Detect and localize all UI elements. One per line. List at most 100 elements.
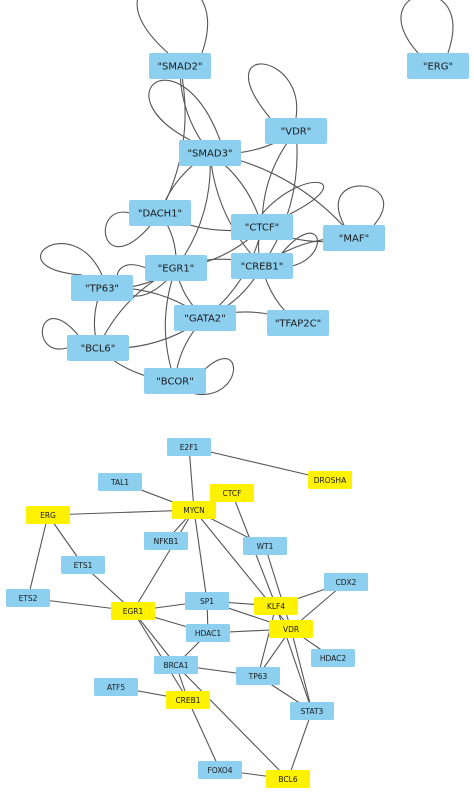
top-self-loop-tp63_t (40, 243, 103, 276)
bottom-edge-brca1-bcl6_b (175, 664, 289, 780)
bottom-node-egr1_b: EGR1 (111, 602, 155, 620)
bottom-node-foxo4: FOXO4 (198, 761, 242, 779)
bottom-node-tal1: TAL1 (98, 473, 142, 491)
bottom-node-stat3: STAT3 (290, 702, 334, 720)
bottom-network-nodes: E2F1DROSHATAL1CTCFERGMYCNNFKB1WT1ETS1CDX… (6, 438, 368, 788)
node-box (323, 225, 385, 251)
node-box (166, 691, 210, 709)
node-box (94, 678, 138, 696)
node-box (269, 620, 313, 638)
top-node-creb1_t: "CREB1" (231, 253, 293, 279)
bottom-node-brca1: BRCA1 (154, 656, 198, 674)
bottom-node-ets2: ETS2 (6, 589, 50, 607)
node-box (231, 214, 293, 240)
node-box (111, 602, 155, 620)
node-box (185, 592, 229, 610)
node-box (149, 53, 211, 79)
node-box (67, 335, 129, 361)
node-box (145, 255, 207, 281)
bottom-node-tp63_b: TP63 (236, 667, 280, 685)
top-edge-vdr_t-creb1_t (261, 130, 298, 267)
bottom-node-e2f1: E2F1 (167, 438, 211, 456)
bottom-edge-vdr_b-stat3 (290, 628, 313, 712)
node-box (129, 200, 191, 226)
node-box (167, 438, 211, 456)
node-box (267, 310, 329, 336)
node-box (26, 506, 70, 524)
bottom-node-vdr_b: VDR (269, 620, 313, 638)
node-box (407, 53, 469, 79)
top-self-loop-ctcf_t (261, 181, 325, 215)
top-network-nodes: "SMAD2""ERG""VDR""SMAD3""DACH1""CTCF""MA… (67, 53, 469, 394)
node-box (154, 656, 198, 674)
node-box (144, 368, 206, 394)
bottom-node-bcl6_b: BCL6 (266, 770, 310, 788)
node-box (6, 589, 50, 607)
bottom-edge-egr1_b-creb1_b (132, 610, 189, 701)
top-node-erg_t: "ERG" (407, 53, 469, 79)
node-box (198, 761, 242, 779)
top-self-loop-bcl6_t (41, 318, 79, 350)
node-box (98, 473, 142, 491)
bottom-edge-e2f1-mycn (188, 446, 195, 511)
top-self-loop-vdr_t (247, 63, 298, 119)
bottom-network-edges (27, 446, 347, 780)
bottom-node-atf5: ATF5 (94, 678, 138, 696)
node-box (144, 532, 188, 550)
bottom-node-klf4: KLF4 (254, 597, 298, 615)
bottom-edge-erg_b-ets2 (27, 514, 49, 599)
top-self-loop-dach1 (104, 211, 151, 248)
node-box (290, 702, 334, 720)
node-box (266, 770, 310, 788)
node-box (231, 253, 293, 279)
node-box (265, 118, 327, 144)
top-node-dach1: "DACH1" (129, 200, 191, 226)
top-self-loop-smad2 (136, 0, 209, 54)
bottom-node-ctcf_b: CTCF (210, 484, 254, 502)
top-self-loop-bcor (194, 358, 235, 395)
top-node-maf: "MAF" (323, 225, 385, 251)
top-node-smad3: "SMAD3" (179, 140, 241, 166)
top-node-egr1_t: "EGR1" (145, 255, 207, 281)
bottom-edge-mycn-sp1 (193, 509, 208, 602)
node-box (210, 484, 254, 502)
top-node-ctcf_t: "CTCF" (231, 214, 293, 240)
top-node-tp63_t: "TP63" (71, 275, 133, 301)
bottom-edge-e2f1-drosha (188, 446, 331, 481)
bottom-edge-klf4-tp63_b (257, 605, 277, 677)
bottom-node-ets1: ETS1 (61, 556, 105, 574)
top-edge-smad3-creb1_t (209, 152, 263, 267)
top-node-bcor: "BCOR" (144, 368, 206, 394)
node-box (179, 140, 241, 166)
bottom-node-hdac2: HDAC2 (311, 649, 355, 667)
top-node-tfap2c: "TFAP2C" (267, 310, 329, 336)
bottom-edge-stat3-bcl6_b (287, 710, 313, 780)
bottom-edge-erg_b-mycn (47, 509, 195, 516)
bottom-node-wt1: WT1 (243, 537, 287, 555)
bottom-node-cdx2: CDX2 (324, 573, 368, 591)
bottom-node-drosha: DROSHA (308, 471, 352, 489)
bottom-edge-mycn-egr1_b (132, 509, 195, 612)
top-self-loop-smad3 (148, 79, 221, 141)
top-self-loop-creb1_t (281, 232, 318, 267)
node-box (254, 597, 298, 615)
top-node-gata2: "GATA2" (174, 305, 236, 331)
node-box (236, 667, 280, 685)
node-box (186, 624, 230, 642)
node-box (172, 501, 216, 519)
node-box (61, 556, 105, 574)
bottom-node-erg_b: ERG (26, 506, 70, 524)
top-node-smad2: "SMAD2" (149, 53, 211, 79)
bottom-edge-creb1_b-foxo4 (187, 699, 221, 771)
bottom-edge-wt1-vdr_b (264, 545, 292, 630)
node-box (308, 471, 352, 489)
bottom-node-sp1: SP1 (185, 592, 229, 610)
top-self-loop-maf (337, 185, 385, 226)
node-box (243, 537, 287, 555)
node-box (311, 649, 355, 667)
bottom-node-mycn: MYCN (172, 501, 216, 519)
bottom-node-hdac1: HDAC1 (186, 624, 230, 642)
node-box (324, 573, 368, 591)
bottom-node-creb1_b: CREB1 (166, 691, 210, 709)
